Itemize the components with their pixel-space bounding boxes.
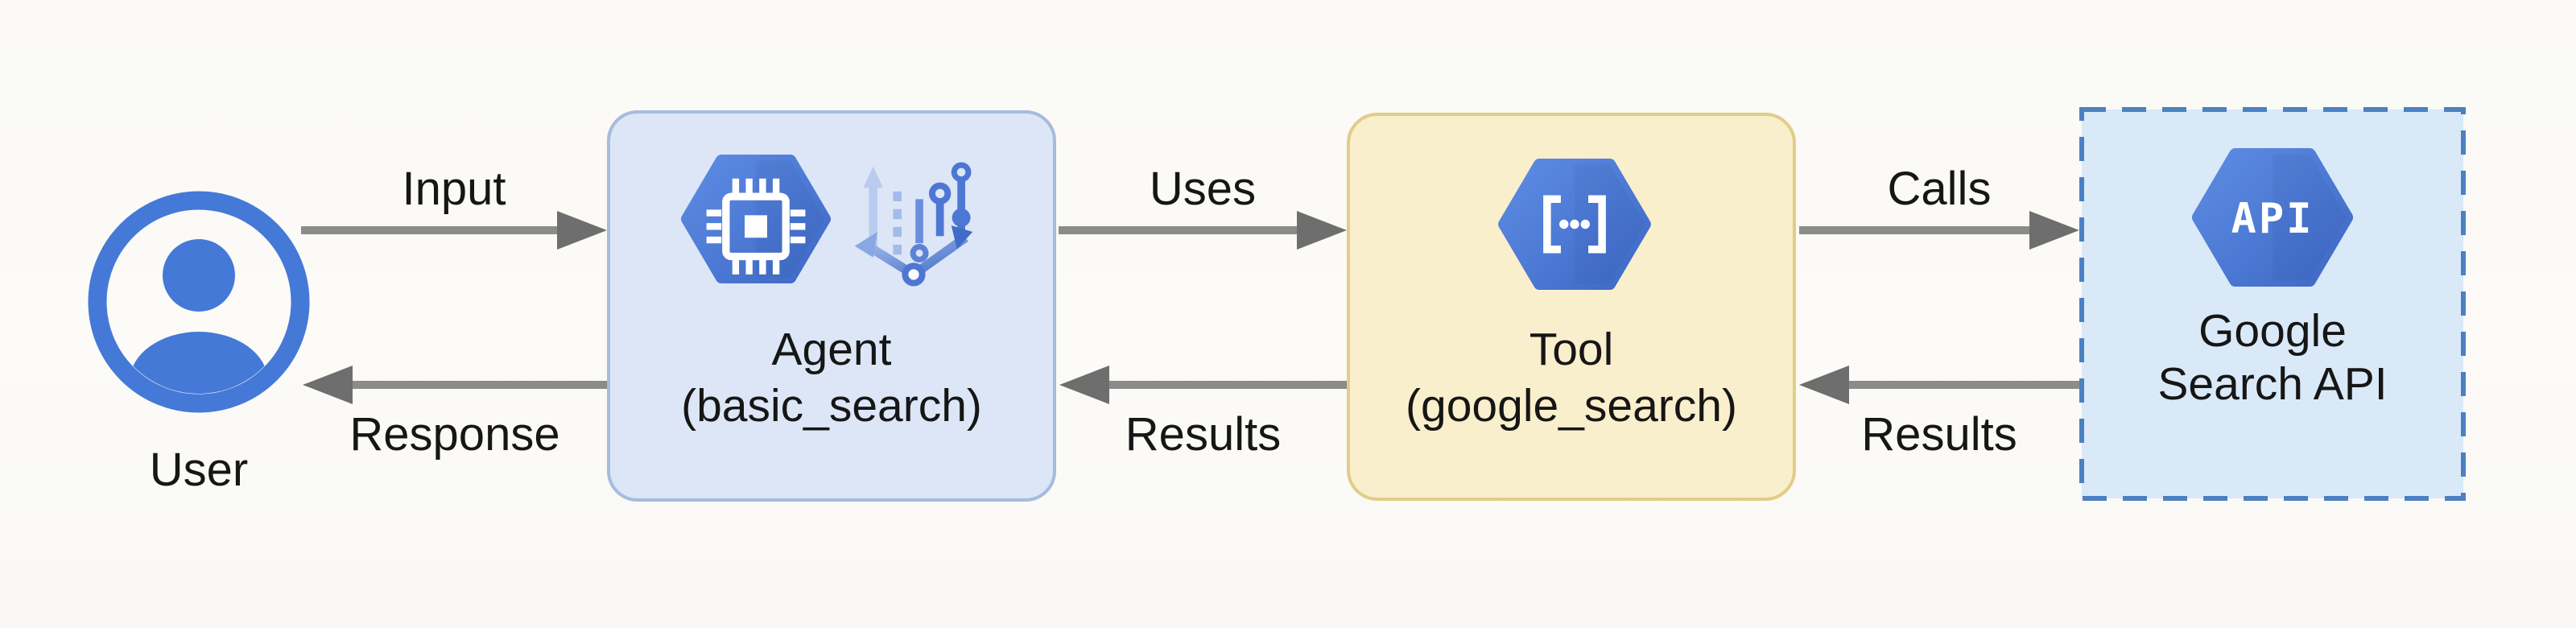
code-brackets-hexagon-icon [1498,158,1651,291]
arrow-results-api-to-tool-head [1799,366,1849,404]
arrow-results-tool-to-agent-head [1059,366,1109,404]
api-node: API Google Search API [2079,107,2466,501]
edge-label-results-api-to-tool: Results [1861,408,2017,461]
api-badge-text: API [2231,195,2314,243]
arrow-calls [1799,211,2079,250]
arrow-uses [1059,211,1347,250]
branch-circuit-icon [854,162,973,287]
agent-title: Agent [771,324,892,375]
arrow-input-head [557,211,607,250]
chip-hexagon-icon [681,155,831,283]
edge-label-results-tool-to-agent: Results [1125,408,1282,461]
arrow-response-head [303,366,353,404]
agent-subtitle: (basic_search) [681,380,982,432]
arrow-calls-shaft [1799,226,2034,234]
user-node-label: User [149,444,249,496]
tool-subtitle: (google_search) [1406,380,1737,432]
arrow-response-shaft [348,381,607,389]
edge-label-calls: Calls [1887,163,1992,215]
edge-label-response: Response [349,408,560,461]
edge-label-uses: Uses [1149,163,1257,215]
arrow-results-api-to-tool [1799,366,2079,404]
tool-title: Tool [1529,324,1614,375]
arrow-input-shaft [301,226,562,234]
tool-node: Tool (google_search) [1347,113,1796,501]
user-icon [88,191,310,413]
arrow-uses-shaft [1059,226,1302,234]
edge-label-input: Input [402,163,506,215]
arrow-results-api-to-tool-shaft [1844,381,2079,389]
arrow-input [301,211,607,250]
arrow-calls-head [2029,211,2079,250]
api-title-line1: Google [2198,305,2347,357]
arrow-results-tool-to-agent-shaft [1104,381,1347,389]
agent-node: Agent (basic_search) [607,110,1056,502]
api-hexagon-icon: API [2192,148,2353,287]
api-title-line2: Search API [2157,358,2388,410]
arrow-response [303,366,607,404]
arrow-results-tool-to-agent [1059,366,1347,404]
arrow-uses-head [1297,211,1347,250]
